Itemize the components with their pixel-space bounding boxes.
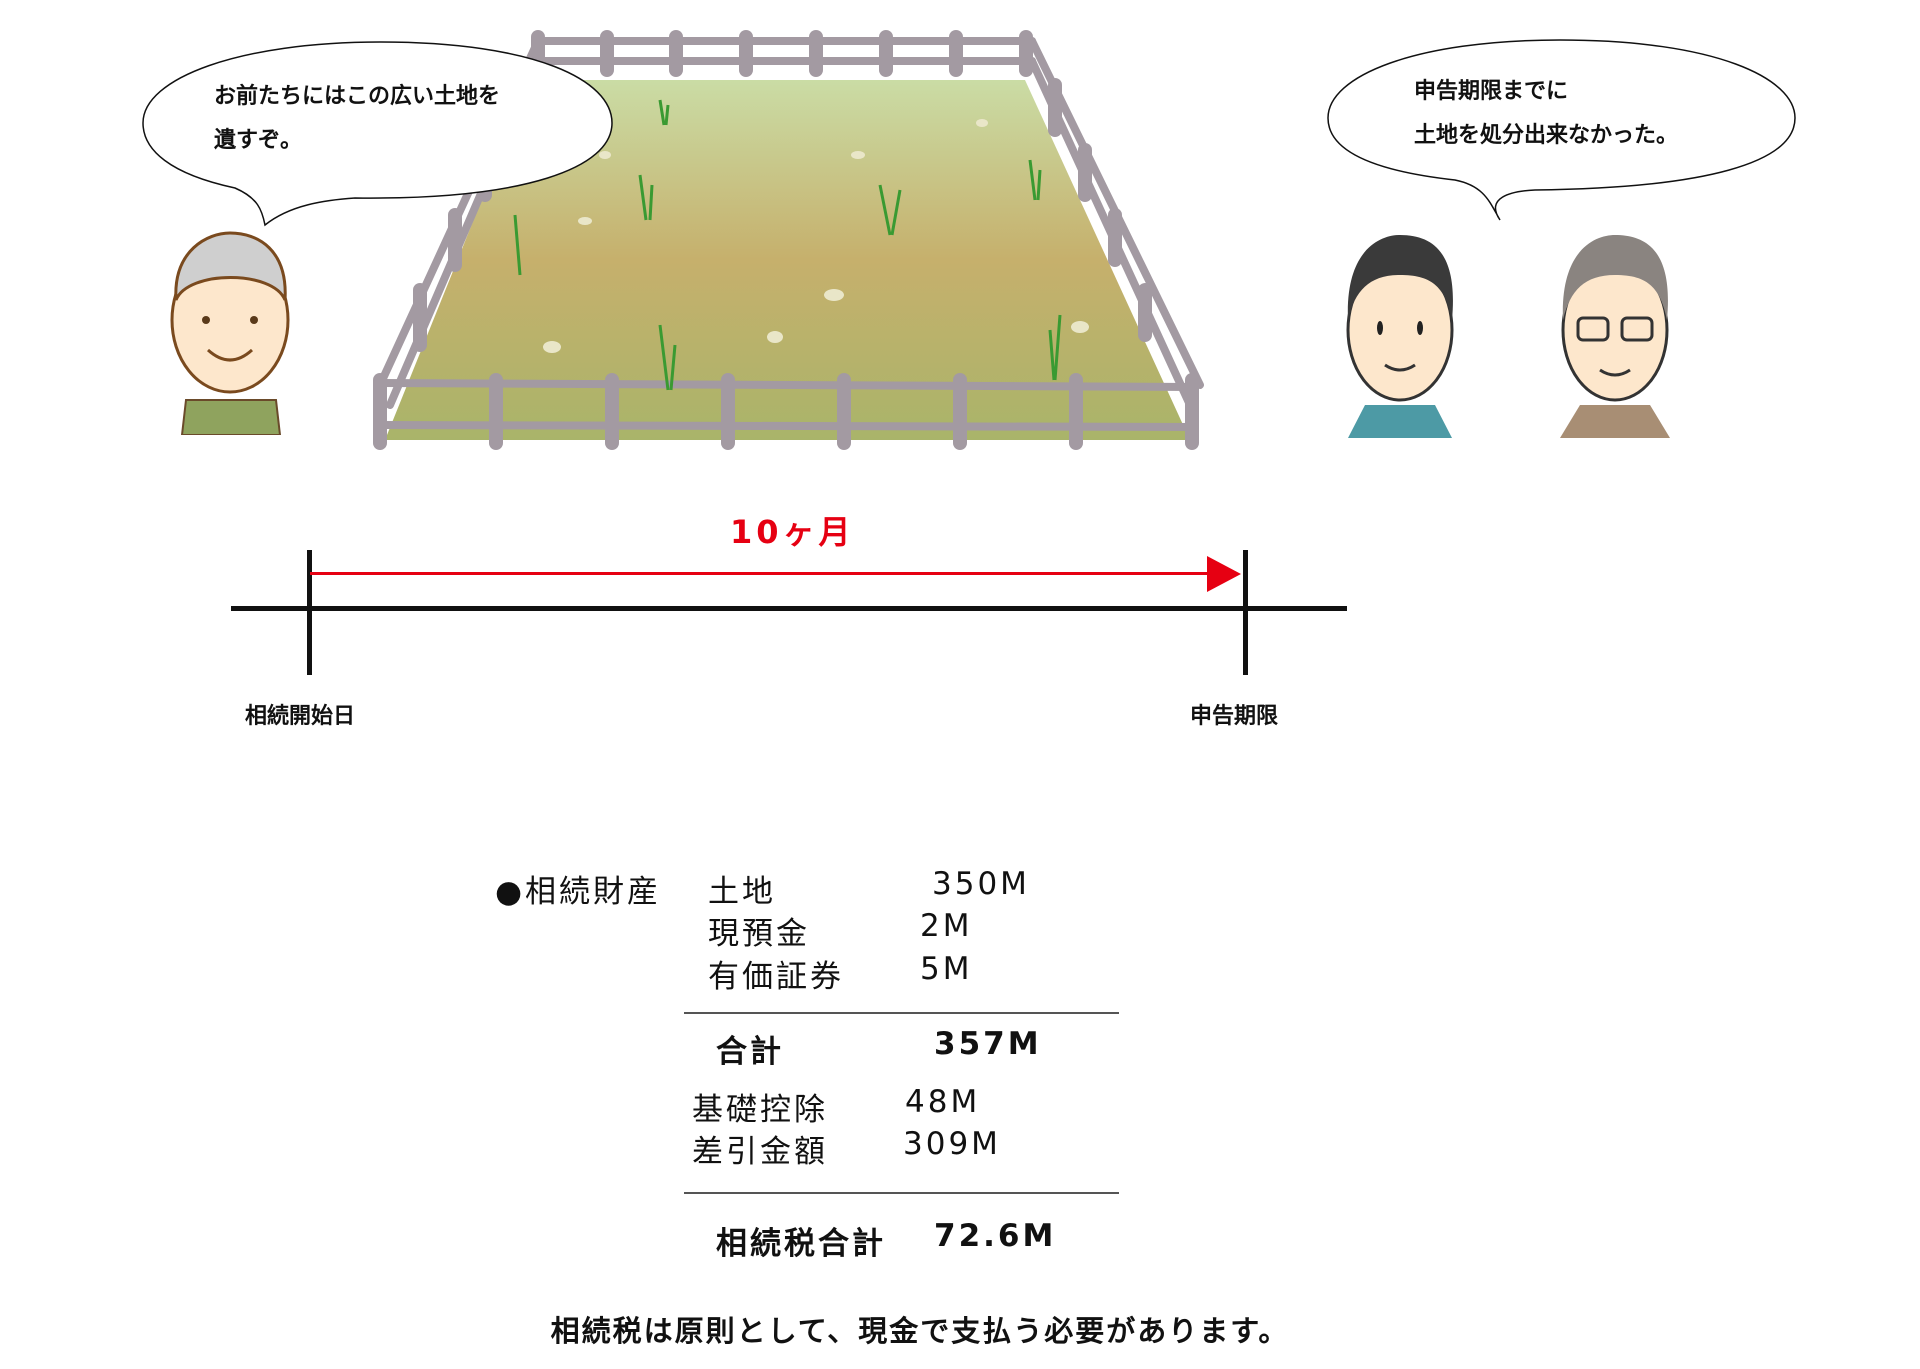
net-label: 差引金額: [692, 1134, 828, 1170]
tax-total-value: 72.6M: [934, 1218, 1057, 1254]
start-date-label: 相続開始日: [245, 704, 356, 729]
parent-speech-line-2: 遺すぞ。: [214, 128, 303, 153]
estate-heading: ●相続財産: [495, 874, 662, 910]
heirs-speech-line-2: 土地を処分出来なかった。: [1414, 123, 1679, 148]
item-label-cash: 現預金: [708, 916, 810, 952]
divider-1: [684, 1012, 1119, 1014]
tax-total-label: 相続税合計: [716, 1226, 886, 1262]
speech-bubble-parent: [142, 41, 613, 227]
footer-note: 相続税は原則として、現金で支払う必要があります。: [550, 1314, 1290, 1348]
duration-arrow: [310, 572, 1210, 575]
item-label-securities: 有価証券: [708, 959, 844, 995]
duration-label: 10ヶ月: [730, 513, 855, 551]
total-label: 合計: [716, 1034, 784, 1070]
timeline-start-tick: [307, 550, 312, 675]
speech-bubble-heirs: [1327, 39, 1796, 221]
fenced-land-illustration: [373, 30, 1204, 450]
heirs-speech-line-1: 申告期限までに: [1414, 79, 1569, 104]
duration-arrowhead: [1207, 556, 1241, 592]
deadline-label: 申告期限: [1190, 704, 1279, 729]
grandfather-illustration: [170, 231, 290, 435]
deduction-value: 48M: [905, 1084, 981, 1120]
parent-speech-line-1: お前たちにはこの広い土地を: [214, 84, 501, 109]
divider-2: [684, 1192, 1119, 1194]
timeline-axis: [231, 606, 1347, 611]
item-label-land: 土地: [708, 874, 776, 910]
heir-man-1-illustration: [1346, 235, 1454, 438]
total-value: 357M: [934, 1026, 1042, 1062]
heir-man-2-illustration: [1560, 235, 1670, 438]
deduction-label: 基礎控除: [692, 1092, 828, 1128]
item-value-securities: 5M: [920, 951, 973, 987]
item-value-cash: 2M: [920, 908, 973, 944]
timeline-end-tick: [1243, 550, 1248, 675]
net-value: 309M: [903, 1126, 1001, 1162]
item-value-land: 350M: [932, 866, 1030, 902]
